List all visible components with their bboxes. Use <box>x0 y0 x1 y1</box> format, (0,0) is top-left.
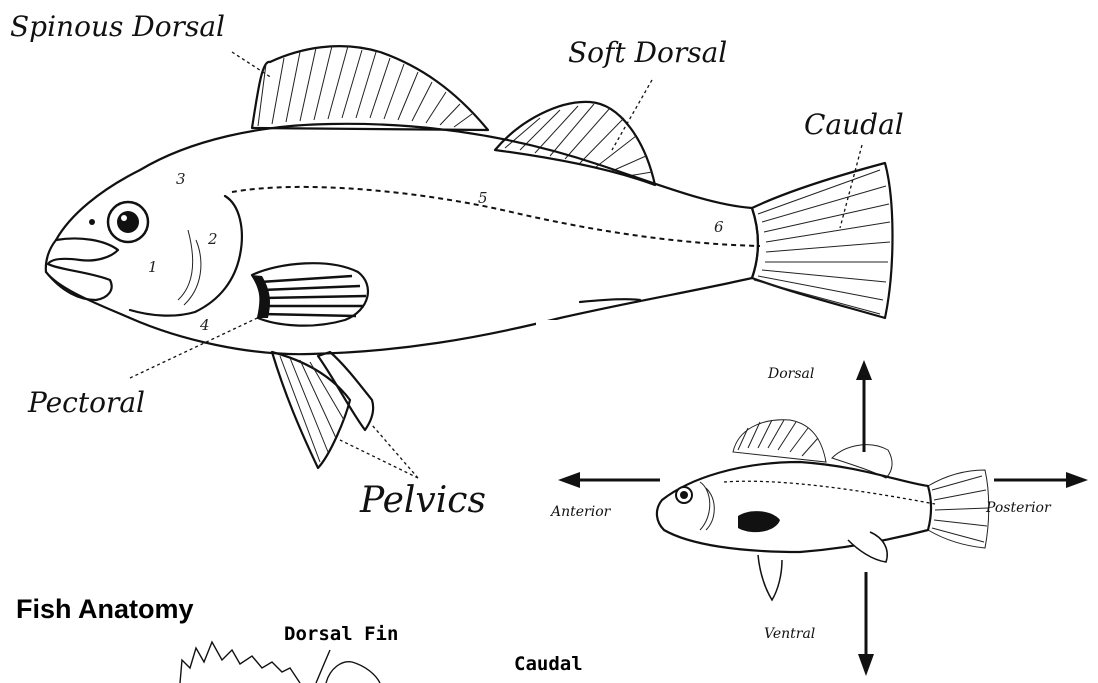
dorsal-fin-sketch <box>180 642 300 683</box>
pelvic-fins <box>272 352 373 468</box>
label-dorsal-fin: Dorsal Fin <box>284 623 398 645</box>
spinous-dorsal-fin <box>252 46 488 130</box>
pectoral-fin <box>252 263 368 325</box>
region-number: 3 <box>176 170 186 188</box>
fish-body <box>46 124 758 354</box>
orientation-inset: Dorsal Ventral Anterior Posterior <box>536 320 1098 683</box>
label-pelvics: Pelvics <box>359 480 486 521</box>
region-number: 6 <box>714 218 724 236</box>
label-posterior: Posterior <box>985 500 1052 516</box>
label-caudal: Caudal <box>804 108 904 141</box>
region-number: 2 <box>207 230 218 248</box>
label-anterior: Anterior <box>549 504 612 520</box>
inset-title: Fish Anatomy <box>16 594 194 624</box>
region-number: 4 <box>199 316 210 334</box>
label-ventral: Ventral <box>764 626 815 642</box>
label-pectoral: Pectoral <box>27 386 145 419</box>
label-caudal-small: Caudal <box>514 653 583 675</box>
caudal-fin <box>752 163 893 318</box>
label-dorsal: Dorsal <box>767 366 814 382</box>
bottom-inset: Fish Anatomy Dorsal Fin Caudal <box>16 594 583 683</box>
label-soft-dorsal: Soft Dorsal <box>568 36 727 69</box>
region-numbers: 1 2 3 4 5 6 <box>148 170 724 334</box>
region-number: 1 <box>148 258 158 276</box>
region-number: 5 <box>478 189 488 207</box>
label-spinous-dorsal: Spinous Dorsal <box>10 10 225 43</box>
